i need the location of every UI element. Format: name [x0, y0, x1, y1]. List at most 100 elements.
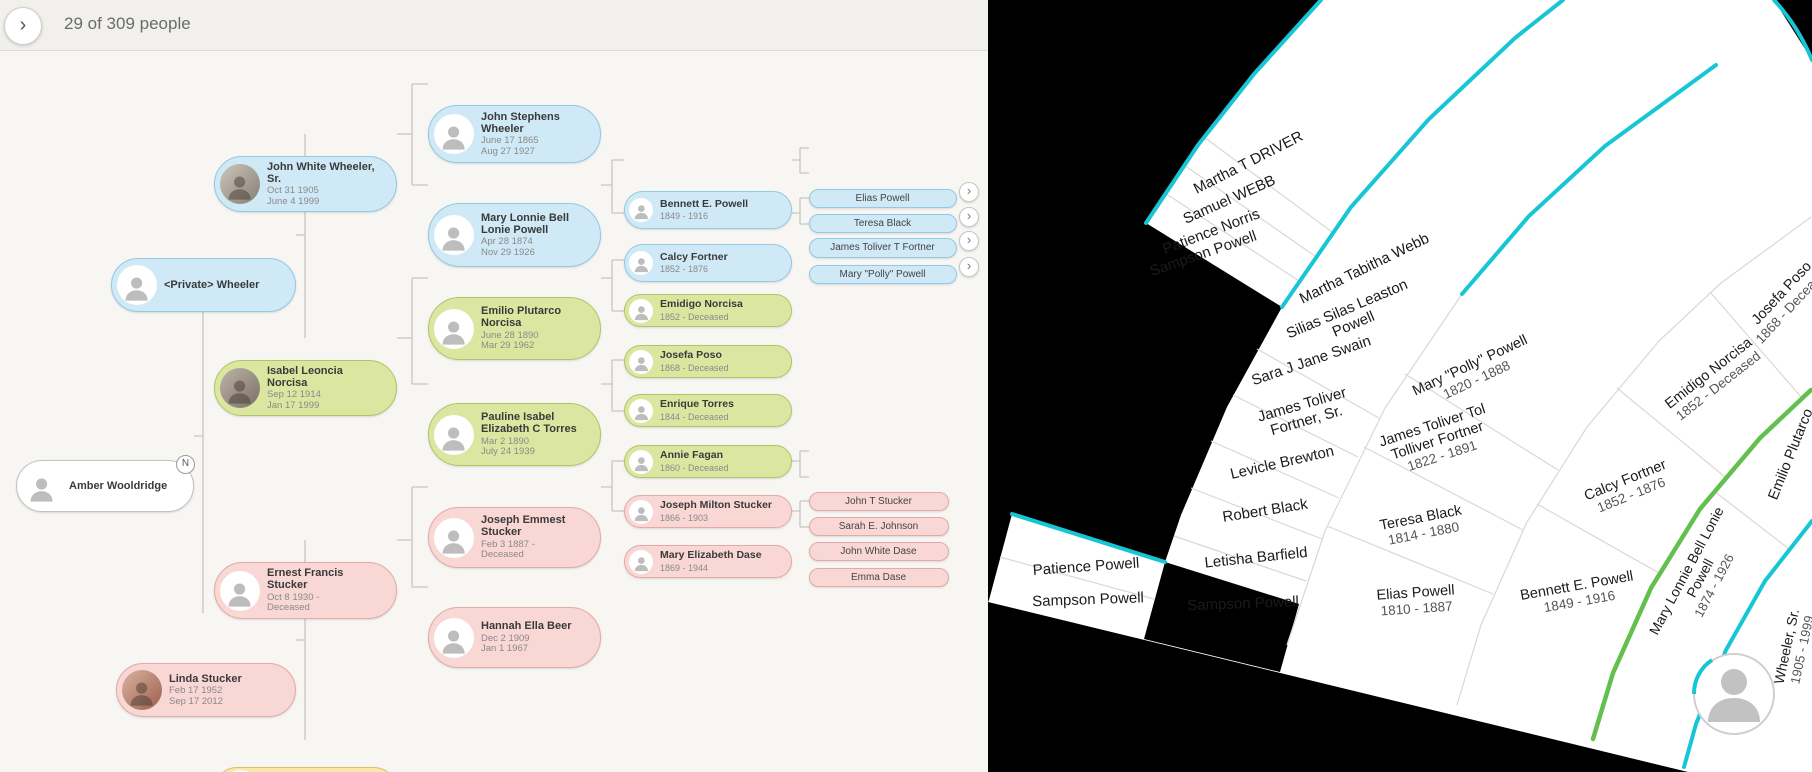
person-card-text: Amber Wooldridge [62, 480, 175, 492]
person-dates: 1852 - 1876 [660, 264, 709, 275]
person-card-jamestoliver[interactable]: James Toliver T Fortner [809, 238, 957, 258]
person-card-johnt[interactable]: John T Stucker [809, 492, 949, 511]
person-name: Calcy Fortner [660, 251, 728, 263]
person-silhouette-icon [629, 349, 653, 374]
person-card-text: John T Stucker [838, 496, 920, 507]
pedigree-header: › 29 of 309 people [0, 0, 988, 51]
person-card-marypolly[interactable]: Mary "Polly" Powell [809, 265, 957, 284]
person-card-text: James Toliver T Fortner [823, 242, 942, 253]
person-card-johnwdase[interactable]: John White Dase [809, 542, 949, 561]
expand-ancestors-button-marypolly[interactable]: › [959, 257, 979, 277]
person-name: John White Dase [840, 545, 917, 557]
person-card-holmes[interactable]: <Private> Holmes [214, 767, 397, 772]
person-silhouette-icon [434, 617, 474, 658]
person-name: Mary "Polly" Powell [839, 268, 926, 280]
person-name: Bennett E. Powell [660, 198, 749, 210]
person-silhouette-icon [434, 414, 474, 455]
person-name: Enrique Torres [660, 399, 734, 411]
person-silhouette-icon [629, 298, 653, 323]
fan-highlight-arcs-cyan [1010, 0, 1812, 769]
person-name: Hannah Ella Beer [481, 620, 572, 633]
person-silhouette-icon [629, 499, 653, 524]
fan-root-avatar[interactable] [1691, 653, 1775, 735]
person-name: Emma Dase [850, 571, 906, 583]
fan-label-f14[interactable]: Sampson Powell [1032, 589, 1144, 610]
person-card-text: Teresa Black [847, 218, 919, 229]
person-silhouette-icon [629, 198, 653, 222]
person-name: Linda Stucker [169, 672, 242, 685]
person-card-sarahe[interactable]: Sarah E. Johnson [809, 517, 949, 536]
person-card-privwheeler[interactable]: <Private> Wheeler [111, 258, 296, 312]
expand-ancestors-button-elias[interactable]: › [959, 182, 979, 202]
person-name: Annie Fagan [660, 450, 724, 462]
fan-highlight-arc-green [1590, 387, 1812, 742]
fan-label-f17[interactable]: Teresa Black1814 - 1880 [1378, 502, 1466, 548]
person-photo [122, 670, 162, 710]
person-silhouette-icon [629, 549, 653, 574]
expand-ancestors-button-jamestoliver[interactable]: › [959, 231, 979, 251]
person-silhouette-icon [220, 770, 260, 772]
fan-label-f12[interactable]: Sampson Powell [1187, 593, 1299, 614]
person-card-text: Mary "Polly" Powell [832, 269, 933, 280]
person-name: Elias Powell [855, 192, 910, 204]
person-card-elias[interactable]: Elias Powell [809, 189, 957, 208]
person-silhouette-icon [629, 449, 653, 474]
fan-ring-lines [999, 136, 1812, 706]
fan-label-f18[interactable]: Elias Powell1810 - 1887 [1376, 582, 1456, 618]
person-name: James Toliver T Fortner [830, 242, 935, 254]
collapse-panel-button[interactable]: › [4, 7, 42, 45]
people-count-label: 29 of 309 people [64, 14, 191, 33]
fan-empty-wedge [1144, 562, 1299, 672]
person-name: Mary Elizabeth Dase [660, 550, 762, 562]
person-card-emmadase[interactable]: Emma Dase [809, 568, 949, 587]
person-name: Sarah E. Johnson [838, 520, 919, 532]
person-silhouette-icon [220, 570, 260, 611]
expand-ancestors-button-teresa[interactable]: › [959, 207, 979, 227]
person-card-text: Sarah E. Johnson [832, 521, 927, 532]
person-dates: 1844 - Deceased [660, 411, 729, 422]
person-name: Joseph Milton Stucker [660, 500, 773, 512]
person-name: Teresa Black [853, 217, 912, 229]
person-card-teresa[interactable]: Teresa Black [809, 214, 957, 233]
person-silhouette-icon [22, 466, 62, 506]
person-card-text: Emma Dase [844, 572, 914, 583]
person-photo [220, 368, 260, 408]
person-name: Emidigo Norcisa [660, 299, 743, 311]
